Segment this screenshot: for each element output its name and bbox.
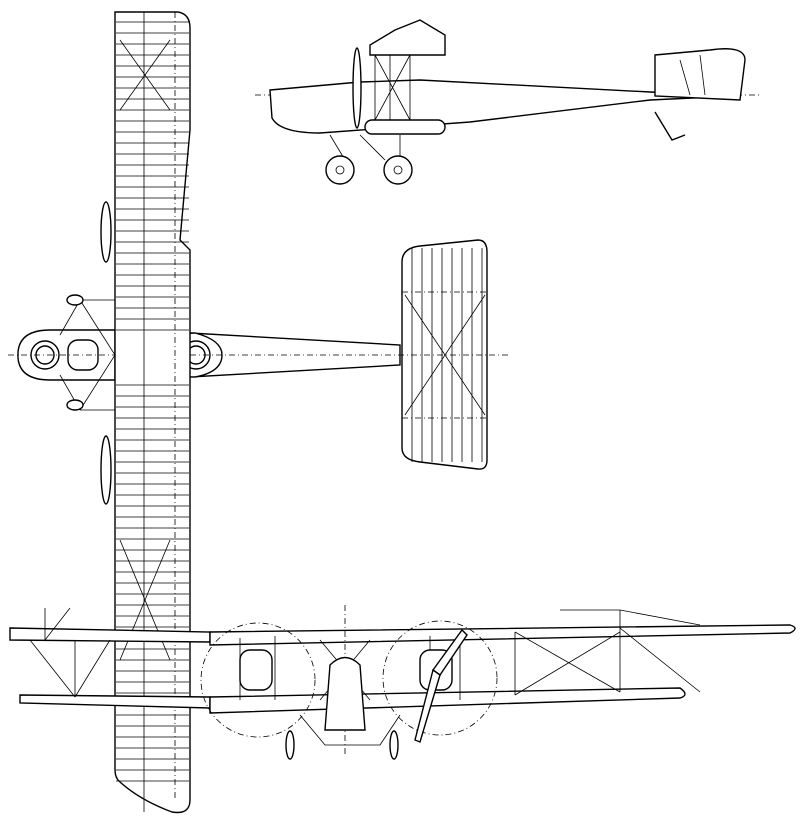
- side-view: [255, 19, 760, 185]
- nacelle-front: [324, 656, 366, 731]
- fuselage-top: [8, 299, 508, 411]
- main-wing-top: [114, 11, 191, 814]
- front-view: [9, 605, 796, 760]
- propellers-top: [66, 201, 112, 505]
- wheels-side: [325, 155, 413, 185]
- tailplane-top: [401, 239, 488, 470]
- rudder-side: [654, 48, 746, 101]
- top-view: [8, 11, 508, 814]
- wheels-front: [285, 730, 399, 760]
